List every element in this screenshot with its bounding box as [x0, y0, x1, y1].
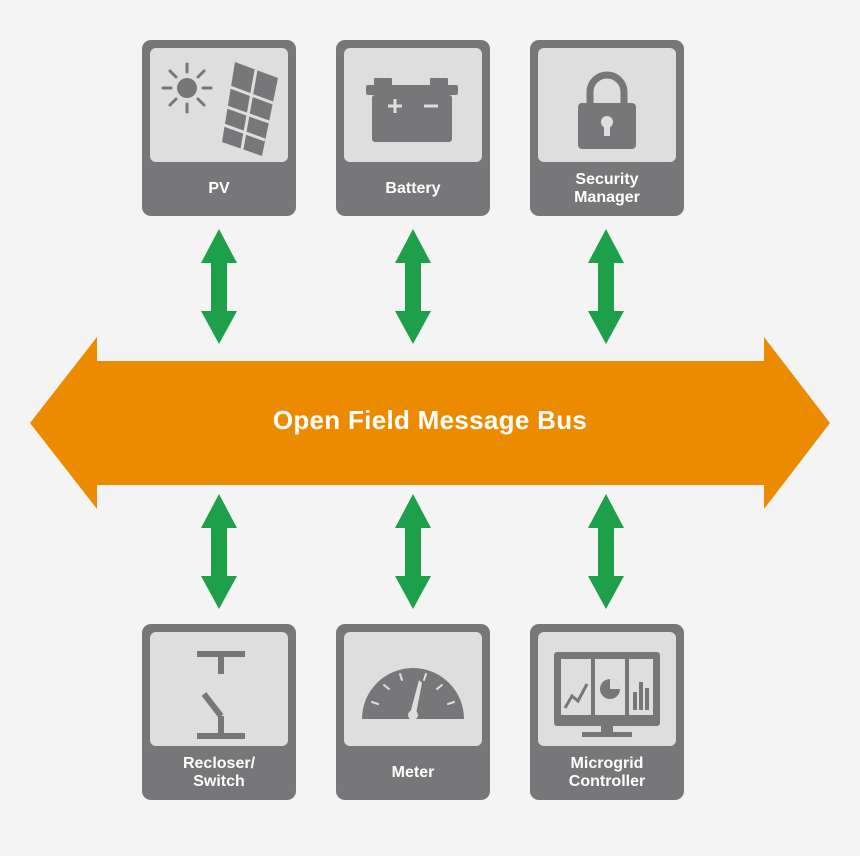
solar-panel-sun-icon — [161, 62, 278, 156]
node-label-pv: PV — [208, 180, 230, 197]
connector-meter-bus — [395, 494, 431, 609]
bus-label: Open Field Message Bus — [272, 405, 588, 435]
node-security-manager: Security Manager — [530, 40, 684, 216]
node-label-microgrid-controller: Microgrid Controller — [568, 755, 646, 790]
gauge-icon — [362, 668, 464, 720]
node-meter: Meter — [336, 624, 490, 800]
node-battery: Battery — [336, 40, 490, 216]
connector-microgrid-bus — [588, 494, 624, 609]
node-label-meter: Meter — [391, 764, 435, 781]
node-recloser-switch: Recloser/ Switch — [142, 624, 296, 800]
message-bus-arrow — [30, 337, 830, 509]
node-pv: PV — [142, 40, 296, 216]
node-label-security-manager: Security Manager — [574, 171, 640, 206]
node-label-recloser-switch: Recloser/ Switch — [182, 755, 256, 790]
padlock-icon — [578, 71, 636, 149]
connector-pv-bus — [201, 229, 237, 344]
node-label-battery: Battery — [385, 180, 441, 197]
switch-symbol-icon — [197, 651, 245, 739]
connector-recloser-bus — [201, 494, 237, 609]
battery-icon — [366, 78, 458, 142]
connector-security-manager-bus — [588, 229, 624, 344]
connector-battery-bus — [395, 229, 431, 344]
node-microgrid-controller: Microgrid Controller — [530, 624, 684, 800]
monitor-charts-icon — [554, 652, 660, 737]
